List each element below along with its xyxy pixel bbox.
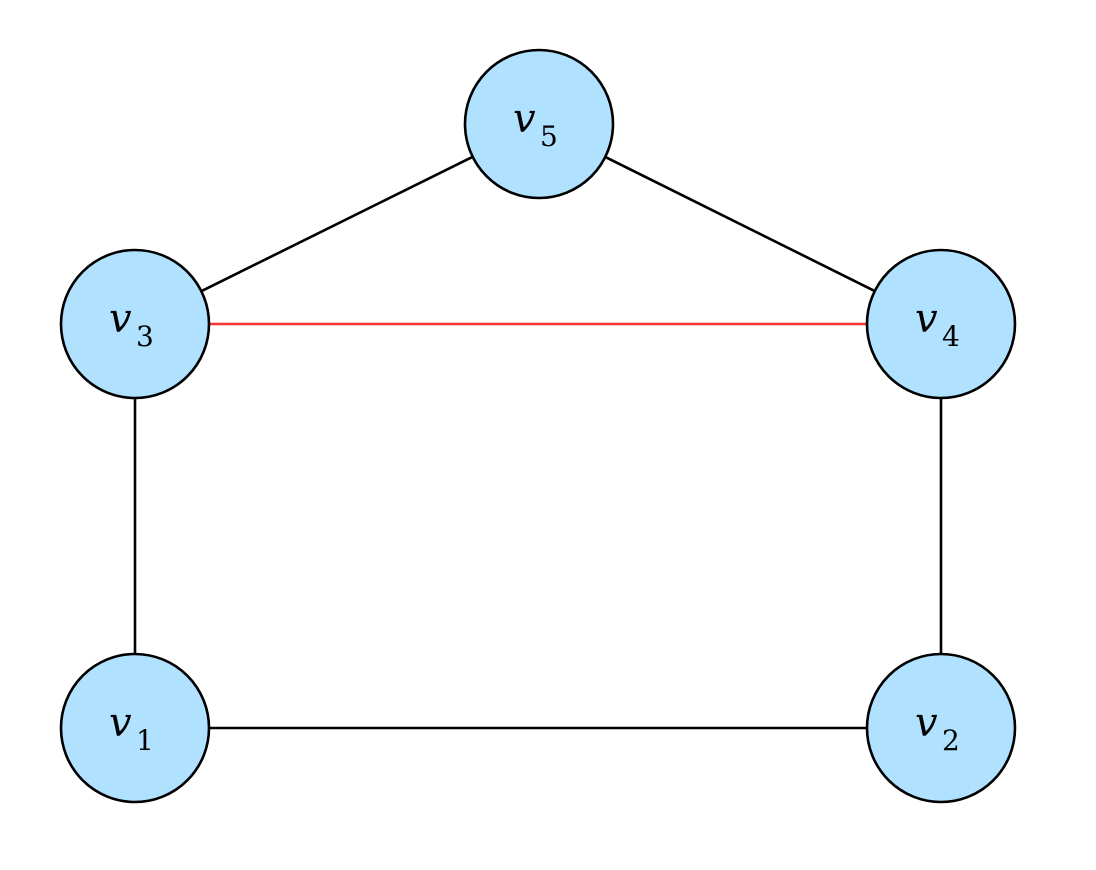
node-circle-v5 [463, 48, 615, 200]
node-label-v1: v [109, 700, 132, 746]
node-subscript-v2: 2 [942, 724, 960, 757]
node-label-v4: v [915, 296, 938, 342]
edge-v4-v5 [604, 155, 876, 293]
node-subscript-v5: 5 [540, 120, 558, 153]
edges-layer [133, 155, 943, 730]
node-subscript-v1: 1 [136, 724, 154, 757]
node-label-v3: v [109, 296, 132, 342]
node-circle-v2 [865, 652, 1017, 804]
node-subscript-v3: 3 [136, 320, 154, 353]
node-circle-v3 [59, 248, 211, 400]
node-label-v2: v [915, 700, 938, 746]
node-label-v5: v [513, 96, 536, 142]
node-circle-v4 [865, 248, 1017, 400]
node-circle-v1 [59, 652, 211, 804]
edge-v3-v5 [200, 155, 474, 293]
node-subscript-v4: 4 [942, 320, 960, 353]
